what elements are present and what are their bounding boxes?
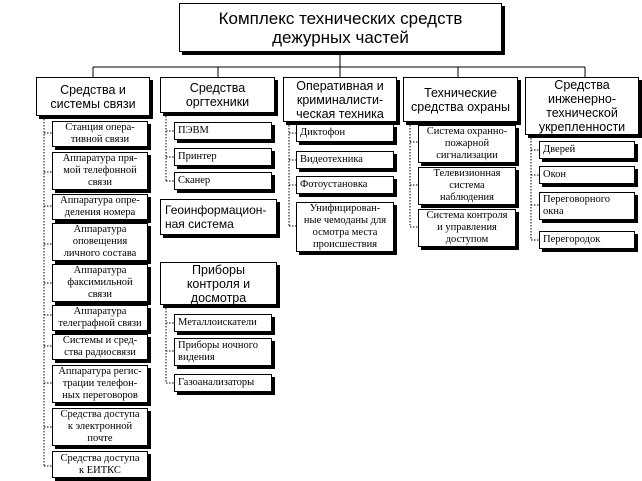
item-talk-window: Переговорного окна <box>539 192 635 220</box>
item-partitions: Перегородок <box>539 231 635 249</box>
category-communications: Средства и системы связи <box>36 77 150 116</box>
item-printer: Принтер <box>174 148 272 166</box>
category-inspection-devices: Приборы контроля и досмотра <box>160 262 277 305</box>
item-metal-detectors: Металлоискатели <box>174 314 272 332</box>
item-direct-phone: Аппаратура пря- мой телефонной связи <box>52 152 148 190</box>
item-dictaphone: Диктофон <box>296 124 394 142</box>
root-title: Комплекс технических средств дежурных ча… <box>179 3 502 52</box>
item-access-control: Система контроля и управления доступом <box>418 209 516 247</box>
item-night-vision: Приборы ночного видения <box>174 338 272 366</box>
category-office-equipment: Средства оргтехники <box>160 77 275 113</box>
item-caller-id: Аппаратура опре- деления номера <box>52 194 148 220</box>
item-cctv: Телевизионная система наблюдения <box>418 167 516 205</box>
item-radio: Системы и сред- ства радиосвязи <box>52 334 148 360</box>
gis-box: Геоинформацион- ная система <box>160 199 277 235</box>
item-scanner: Сканер <box>174 172 272 190</box>
item-email-access: Средства доступа к электронной почте <box>52 408 148 446</box>
item-doors: Дверей <box>539 141 635 159</box>
item-case-kits: Унифицирован- ные чемоданы для осмотра м… <box>296 202 394 252</box>
category-engineering: Средства инженерно- технической укреплен… <box>525 77 639 135</box>
item-video: Видеотехника <box>296 151 394 169</box>
item-telegraph: Аппаратура телеграфной связи <box>52 305 148 331</box>
item-eitks-access: Средства доступа к ЕИТКС <box>52 451 148 478</box>
item-fire-alarm: Система охранно- пожарной сигнализации <box>418 125 516 163</box>
item-pc: ПЭВМ <box>174 122 272 140</box>
item-gas-analyzers: Газоанализаторы <box>174 374 272 392</box>
item-photo: Фотоустановка <box>296 176 394 194</box>
item-fax: Аппаратура факсимильной связи <box>52 264 148 302</box>
category-forensic: Оперативная и криминалисти- ческая техни… <box>283 77 397 122</box>
item-windows: Окон <box>539 166 635 184</box>
item-operational-radio: Станция опера- тивной связи <box>52 121 148 147</box>
item-staff-alert: Аппаратура оповещения личного состава <box>52 223 148 261</box>
item-call-recording: Аппаратура регис- трации телефон- ных пе… <box>52 365 148 403</box>
category-security: Технические средства охраны <box>403 77 518 122</box>
